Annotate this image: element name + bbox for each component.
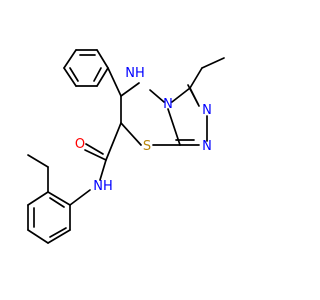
- bond: [47, 229, 71, 244]
- bond: [120, 82, 140, 97]
- bond: [27, 154, 49, 168]
- bond: [171, 87, 191, 103]
- bond: [69, 189, 91, 206]
- bond: [201, 57, 225, 69]
- triazole-upper-nitrogen-label: N: [202, 103, 212, 118]
- bond: [85, 143, 104, 155]
- molecule-canvas: NH N N N S O NH: [27, 49, 225, 244]
- sulfur-label: S: [143, 139, 151, 154]
- bond: [96, 67, 109, 87]
- bond: [49, 197, 65, 208]
- bond: [99, 159, 107, 181]
- bond: [27, 191, 49, 206]
- bond: [47, 191, 71, 206]
- bridge-nitrogen-label: N: [163, 97, 173, 112]
- triazole-lower-nitrogen-label: N: [202, 139, 212, 154]
- bond: [149, 89, 165, 103]
- bond: [63, 49, 77, 69]
- bond: [105, 122, 122, 161]
- molecule-structure-diagram: NH N N N S O NH: [27, 49, 225, 244]
- bond: [69, 67, 79, 82]
- bond: [49, 227, 67, 238]
- atom-labels: NH N N N S O NH: [75, 66, 212, 194]
- bond: [189, 67, 203, 89]
- bond: [107, 67, 122, 97]
- bond: [120, 122, 142, 146]
- bond: [96, 49, 109, 69]
- bond: [63, 67, 77, 87]
- ring-nitrogen-label: NH: [125, 66, 145, 81]
- bond: [167, 108, 181, 146]
- bond: [27, 229, 49, 244]
- bond-network: [27, 49, 225, 244]
- amide-nitrogen-label: NH: [93, 179, 113, 194]
- bond: [84, 149, 107, 161]
- oxygen-label: O: [75, 137, 85, 152]
- bond: [93, 67, 102, 82]
